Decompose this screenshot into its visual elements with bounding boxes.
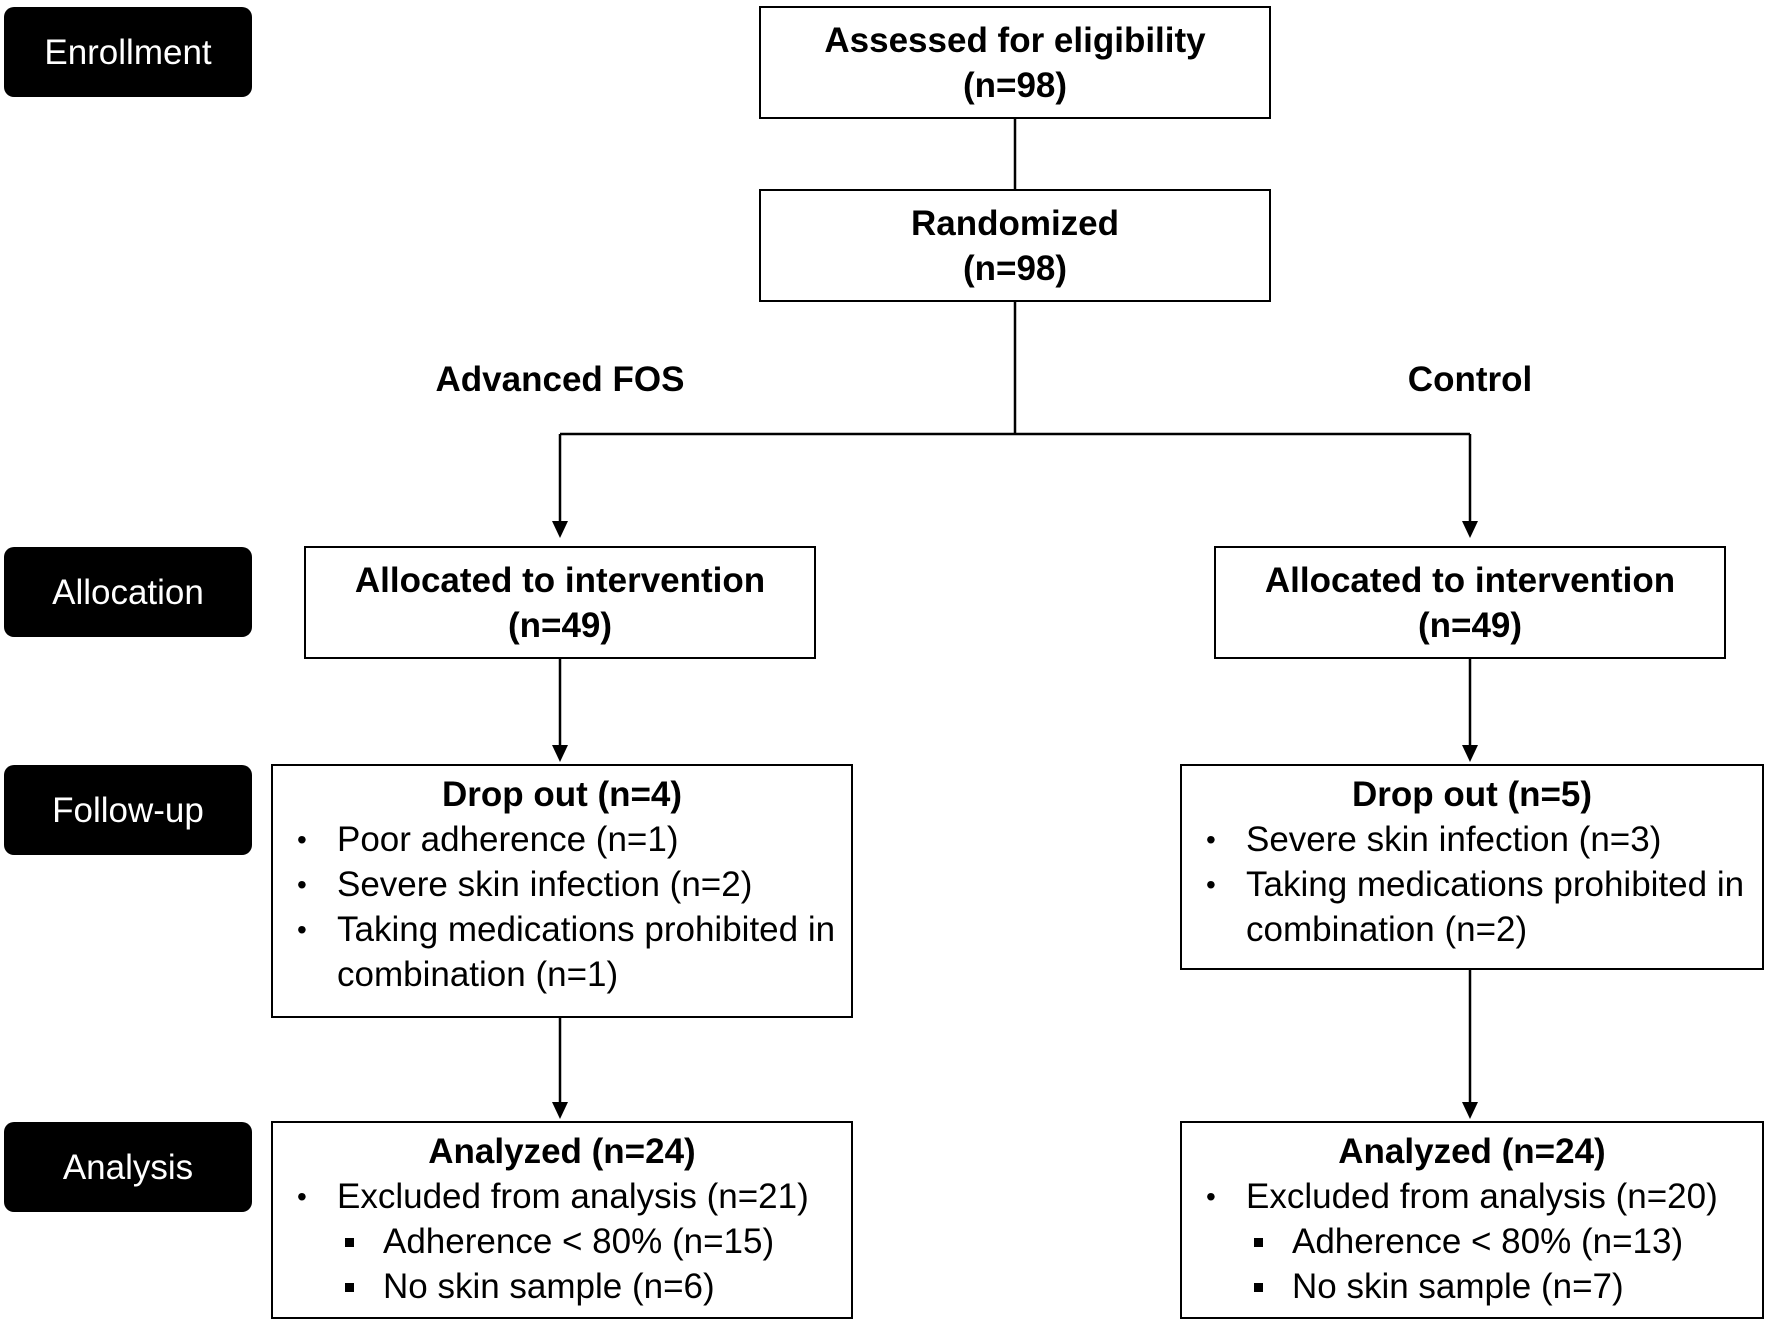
assessed-title: Assessed for eligibility xyxy=(824,20,1206,60)
right-dropout-list: Severe skin infection (n=3) Taking medic… xyxy=(1182,817,1762,952)
randomized-count: (n=98) xyxy=(962,248,1068,288)
left-allocation-box: Allocated to intervention (n=49) xyxy=(304,546,816,659)
left-excluded-item: Excluded from analysis (n=21) xyxy=(273,1174,851,1219)
stage-label-allocation: Allocation xyxy=(4,547,252,637)
stage-label-analysis: Analysis xyxy=(4,1122,252,1212)
arm-label-control: Control xyxy=(1407,360,1533,399)
randomized-box: Randomized (n=98) xyxy=(759,189,1271,302)
right-analysis-list: Excluded from analysis (n=20) Adherence … xyxy=(1182,1174,1762,1309)
randomized-title: Randomized xyxy=(910,203,1120,243)
left-dropout-item: Taking medications prohibited in combina… xyxy=(273,907,851,997)
left-excluded-subitem: Adherence < 80% (n=15) xyxy=(273,1219,851,1264)
left-dropout-heading: Drop out (n=4) xyxy=(441,775,683,814)
left-dropout-item: Severe skin infection (n=2) xyxy=(273,862,851,907)
left-dropout-list: Poor adherence (n=1) Severe skin infecti… xyxy=(273,817,851,997)
left-allocation-title: Allocated to intervention xyxy=(354,560,766,600)
left-dropout-item: Poor adherence (n=1) xyxy=(273,817,851,862)
left-excluded-subitem: No skin sample (n=6) xyxy=(273,1264,851,1309)
left-analysis-list: Excluded from analysis (n=21) Adherence … xyxy=(273,1174,851,1309)
arrowhead-right-allocation xyxy=(1462,521,1478,538)
right-excluded-subitem: Adherence < 80% (n=13) xyxy=(1182,1219,1762,1264)
arrowhead-left-followup xyxy=(552,745,568,762)
right-allocation-count: (n=49) xyxy=(1417,605,1523,645)
right-dropout-heading: Drop out (n=5) xyxy=(1351,775,1593,814)
arrowhead-right-followup xyxy=(1462,745,1478,762)
right-dropout-item: Taking medications prohibited in combina… xyxy=(1182,862,1762,952)
right-dropout-item: Severe skin infection (n=3) xyxy=(1182,817,1762,862)
assessed-box: Assessed for eligibility (n=98) xyxy=(759,6,1271,119)
arrowhead-left-allocation xyxy=(552,521,568,538)
left-dropout-box: Drop out (n=4) Poor adherence (n=1) Seve… xyxy=(271,764,853,1018)
right-analysis-box: Analyzed (n=24) Excluded from analysis (… xyxy=(1180,1121,1764,1319)
assessed-count: (n=98) xyxy=(962,65,1068,105)
right-analysis-heading: Analyzed (n=24) xyxy=(1338,1132,1606,1171)
right-excluded-item: Excluded from analysis (n=20) xyxy=(1182,1174,1762,1219)
left-analysis-box: Analyzed (n=24) Excluded from analysis (… xyxy=(271,1121,853,1319)
left-analysis-heading: Analyzed (n=24) xyxy=(428,1132,696,1171)
right-dropout-box: Drop out (n=5) Severe skin infection (n=… xyxy=(1180,764,1764,970)
arrowhead-left-analysis xyxy=(552,1102,568,1119)
right-allocation-title: Allocated to intervention xyxy=(1264,560,1676,600)
arm-label-advanced-fos: Advanced FOS xyxy=(435,360,685,399)
stage-label-follow-up: Follow-up xyxy=(4,765,252,855)
arrowhead-right-analysis xyxy=(1462,1102,1478,1119)
left-allocation-count: (n=49) xyxy=(507,605,613,645)
right-allocation-box: Allocated to intervention (n=49) xyxy=(1214,546,1726,659)
right-excluded-subitem: No skin sample (n=7) xyxy=(1182,1264,1762,1309)
stage-label-enrollment: Enrollment xyxy=(4,7,252,97)
